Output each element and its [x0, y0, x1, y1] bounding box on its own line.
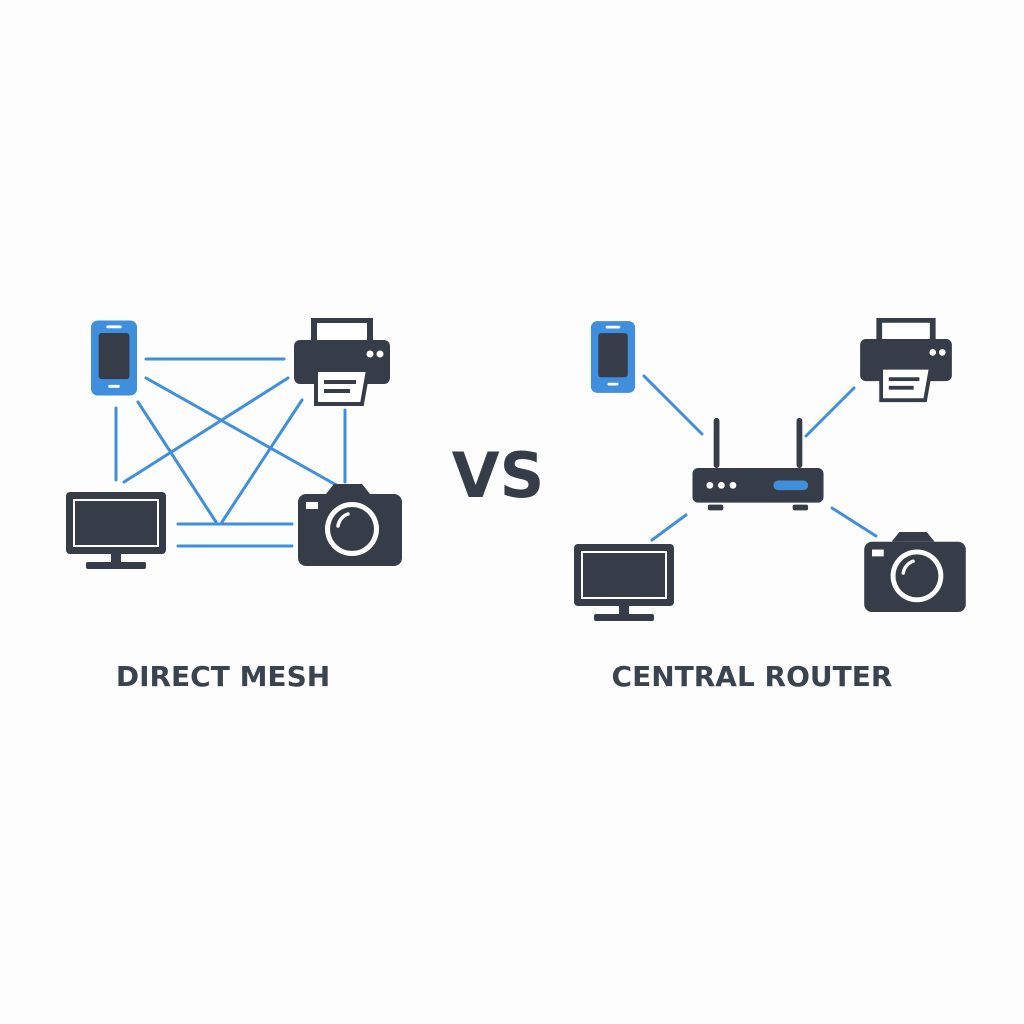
router-link-printer [804, 386, 856, 438]
mesh-camera-icon [296, 482, 404, 568]
mesh-link-phone-center [136, 400, 218, 524]
mesh-printer-icon [294, 320, 390, 404]
router-links [642, 374, 878, 542]
router-label: CENTRAL ROUTER [612, 660, 893, 693]
mesh-link-printer-monitor [122, 376, 290, 484]
router-printer-icon [860, 320, 952, 400]
mesh-link-printer-center [220, 398, 304, 524]
router-phone-icon [590, 321, 636, 393]
router-icon [692, 417, 824, 511]
router-monitor-icon [574, 544, 674, 621]
mesh-phone-icon [90, 320, 138, 396]
mesh-link-phone-camera [144, 376, 340, 488]
vs-label: VS [452, 439, 545, 512]
mesh-monitor-icon [66, 492, 166, 569]
router-link-camera [830, 506, 878, 538]
router-camera-icon [862, 530, 968, 614]
mesh-label: DIRECT MESH [116, 660, 330, 693]
router-diagram [574, 320, 968, 621]
router-link-phone [642, 374, 704, 436]
router-link-monitor [650, 513, 688, 542]
mesh-diagram [66, 320, 404, 569]
mesh-links [114, 357, 347, 548]
